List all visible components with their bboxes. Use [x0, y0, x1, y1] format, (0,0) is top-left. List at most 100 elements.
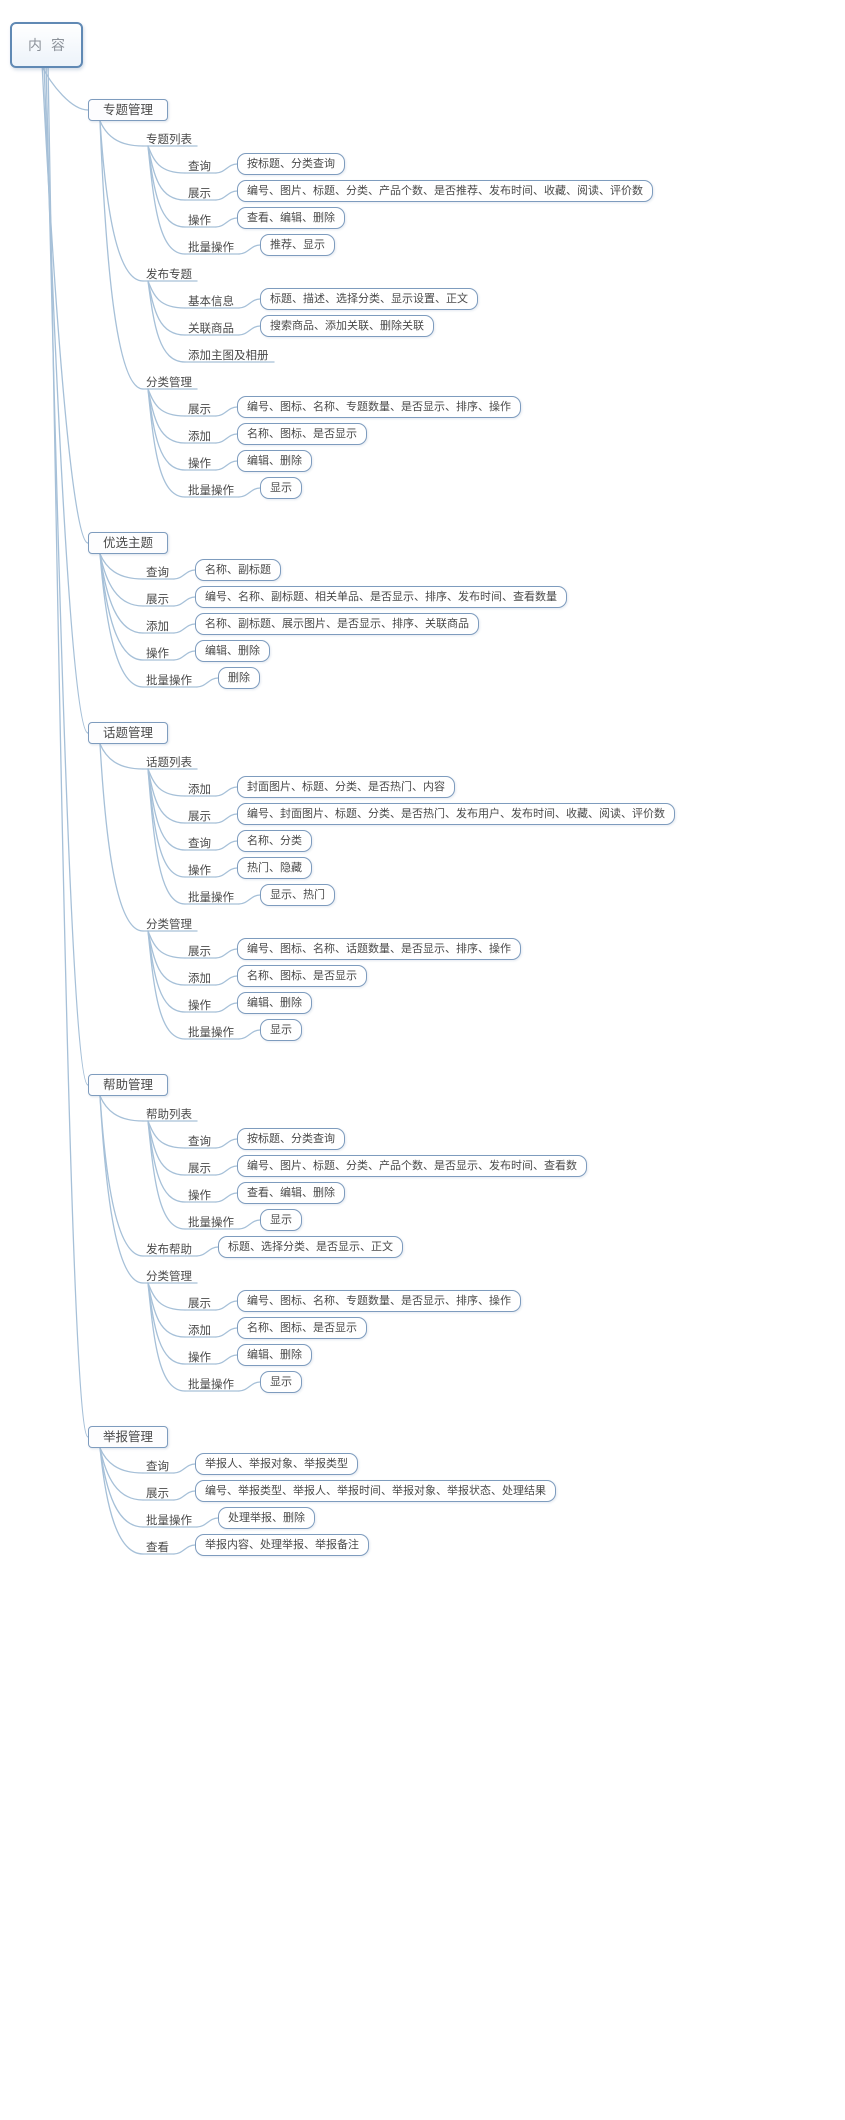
detail-topic[interactable]: 编号、举报类型、举报人、举报时间、举报对象、举报状态、处理结果	[195, 1480, 556, 1502]
detail-topic[interactable]: 举报人、举报对象、举报类型	[195, 1453, 358, 1475]
sub-topic-label[interactable]: 分类管理	[146, 1269, 192, 1283]
detail-topic[interactable]: 显示、热门	[260, 884, 335, 906]
sub-topic-label[interactable]: 操作	[146, 646, 169, 660]
detail-topic[interactable]: 编号、图片、标题、分类、产品个数、是否显示、发布时间、查看数	[237, 1155, 587, 1177]
sub-topic-label[interactable]: 批量操作	[188, 483, 234, 497]
sub-topic-label[interactable]: 操作	[188, 1350, 211, 1364]
sub-topic-label[interactable]: 展示	[188, 1296, 211, 1310]
sub-topic-label[interactable]: 批量操作	[188, 1215, 234, 1229]
connector	[196, 677, 219, 688]
detail-topic[interactable]: 标题、选择分类、是否显示、正文	[218, 1236, 403, 1258]
root-topic[interactable]: 内容	[10, 22, 83, 68]
detail-topic[interactable]: 名称、副标题	[195, 559, 281, 581]
detail-topic[interactable]: 名称、分类	[237, 830, 312, 852]
connector	[173, 1463, 196, 1474]
detail-topic[interactable]: 编辑、删除	[237, 450, 312, 472]
sub-topic-label[interactable]: 展示	[188, 944, 211, 958]
sub-topic-label[interactable]: 批量操作	[146, 1513, 192, 1527]
connector	[99, 743, 144, 932]
sub-topic-label[interactable]: 展示	[188, 186, 211, 200]
connector	[215, 460, 238, 471]
detail-topic[interactable]: 名称、图标、是否显示	[237, 423, 367, 445]
detail-topic[interactable]: 查看、编辑、删除	[237, 207, 345, 229]
detail-topic[interactable]: 编号、名称、副标题、相关单品、是否显示、排序、发布时间、查看数量	[195, 586, 567, 608]
sub-topic-label[interactable]: 查询	[188, 159, 211, 173]
detail-topic[interactable]: 编辑、删除	[195, 640, 270, 662]
branch-topic[interactable]: 专题管理	[88, 99, 169, 121]
detail-topic[interactable]: 封面图片、标题、分类、是否热门、内容	[237, 776, 455, 798]
sub-topic-label[interactable]: 专题列表	[146, 132, 192, 146]
sub-topic-label[interactable]: 查询	[146, 1459, 169, 1473]
sub-topic-label[interactable]: 展示	[188, 402, 211, 416]
sub-topic-label[interactable]: 操作	[188, 1188, 211, 1202]
sub-topic-label[interactable]: 批量操作	[188, 890, 234, 904]
sub-topic-label[interactable]: 添加	[188, 1323, 211, 1337]
branch-topic[interactable]: 优选主题	[88, 532, 169, 554]
detail-topic[interactable]: 处理举报、删除	[218, 1507, 315, 1529]
detail-topic[interactable]: 编辑、删除	[237, 992, 312, 1014]
connector	[47, 62, 89, 1438]
sub-topic-label[interactable]: 查看	[146, 1540, 169, 1554]
sub-topic-label[interactable]: 话题列表	[146, 755, 192, 769]
detail-topic[interactable]: 编辑、删除	[237, 1344, 312, 1366]
detail-topic[interactable]: 推荐、显示	[260, 234, 335, 256]
connector	[215, 867, 238, 878]
detail-topic[interactable]: 编号、封面图片、标题、分类、是否热门、发布用户、发布时间、收藏、阅读、评价数	[237, 803, 675, 825]
sub-topic-label[interactable]: 操作	[188, 456, 211, 470]
sub-topic-label[interactable]: 查询	[188, 1134, 211, 1148]
branch-topic[interactable]: 话题管理	[88, 722, 169, 744]
sub-topic-label[interactable]: 添加	[188, 429, 211, 443]
connector	[238, 894, 261, 905]
sub-topic-label[interactable]: 分类管理	[146, 375, 192, 389]
branch-topic[interactable]: 举报管理	[88, 1426, 169, 1448]
detail-topic[interactable]: 显示	[260, 1371, 302, 1393]
sub-topic-label[interactable]: 展示	[188, 809, 211, 823]
connector	[147, 1120, 186, 1230]
sub-topic-label[interactable]: 发布帮助	[146, 1242, 192, 1256]
detail-topic[interactable]: 名称、图标、是否显示	[237, 1317, 367, 1339]
detail-topic[interactable]: 按标题、分类查询	[237, 153, 345, 175]
connector	[238, 1219, 261, 1230]
sub-topic-label[interactable]: 添加主图及相册	[188, 348, 269, 362]
detail-topic[interactable]: 编号、图标、名称、话题数量、是否显示、排序、操作	[237, 938, 521, 960]
detail-topic[interactable]: 标题、描述、选择分类、显示设置、正文	[260, 288, 478, 310]
sub-topic-label[interactable]: 操作	[188, 863, 211, 877]
detail-topic[interactable]: 显示	[260, 1019, 302, 1041]
sub-topic-label[interactable]: 展示	[188, 1161, 211, 1175]
detail-topic[interactable]: 删除	[218, 667, 260, 689]
sub-topic-label[interactable]: 添加	[146, 619, 169, 633]
detail-topic[interactable]: 查看、编辑、删除	[237, 1182, 345, 1204]
sub-topic-label[interactable]: 查询	[188, 836, 211, 850]
sub-topic-label[interactable]: 操作	[188, 998, 211, 1012]
detail-topic[interactable]: 搜索商品、添加关联、删除关联	[260, 315, 434, 337]
sub-topic-label[interactable]: 批量操作	[188, 240, 234, 254]
sub-topic-label[interactable]: 批量操作	[188, 1025, 234, 1039]
sub-topic-label[interactable]: 分类管理	[146, 917, 192, 931]
detail-topic[interactable]: 名称、图标、是否显示	[237, 965, 367, 987]
connector	[99, 1447, 144, 1474]
detail-topic[interactable]: 举报内容、处理举报、举报备注	[195, 1534, 369, 1556]
sub-topic-label[interactable]: 操作	[188, 213, 211, 227]
detail-topic[interactable]: 显示	[260, 477, 302, 499]
sub-topic-label[interactable]: 批量操作	[146, 673, 192, 687]
sub-topic-label[interactable]: 查询	[146, 565, 169, 579]
sub-topic-label[interactable]: 批量操作	[188, 1377, 234, 1391]
sub-topic-label[interactable]: 添加	[188, 782, 211, 796]
connector	[147, 768, 186, 797]
detail-topic[interactable]: 热门、隐藏	[237, 857, 312, 879]
sub-topic-label[interactable]: 展示	[146, 1486, 169, 1500]
detail-topic[interactable]: 编号、图标、名称、专题数量、是否显示、排序、操作	[237, 1290, 521, 1312]
sub-topic-label[interactable]: 关联商品	[188, 321, 234, 335]
sub-topic-label[interactable]: 展示	[146, 592, 169, 606]
detail-topic[interactable]: 显示	[260, 1209, 302, 1231]
branch-topic[interactable]: 帮助管理	[88, 1074, 169, 1096]
detail-topic[interactable]: 按标题、分类查询	[237, 1128, 345, 1150]
detail-topic[interactable]: 编号、图片、标题、分类、产品个数、是否推荐、发布时间、收藏、阅读、评价数	[237, 180, 653, 202]
sub-topic-label[interactable]: 发布专题	[146, 267, 192, 281]
sub-topic-label[interactable]: 添加	[188, 971, 211, 985]
sub-topic-label[interactable]: 基本信息	[188, 294, 234, 308]
detail-topic[interactable]: 编号、图标、名称、专题数量、是否显示、排序、操作	[237, 396, 521, 418]
detail-topic[interactable]: 名称、副标题、展示图片、是否显示、排序、关联商品	[195, 613, 479, 635]
sub-topic-label[interactable]: 帮助列表	[146, 1107, 192, 1121]
